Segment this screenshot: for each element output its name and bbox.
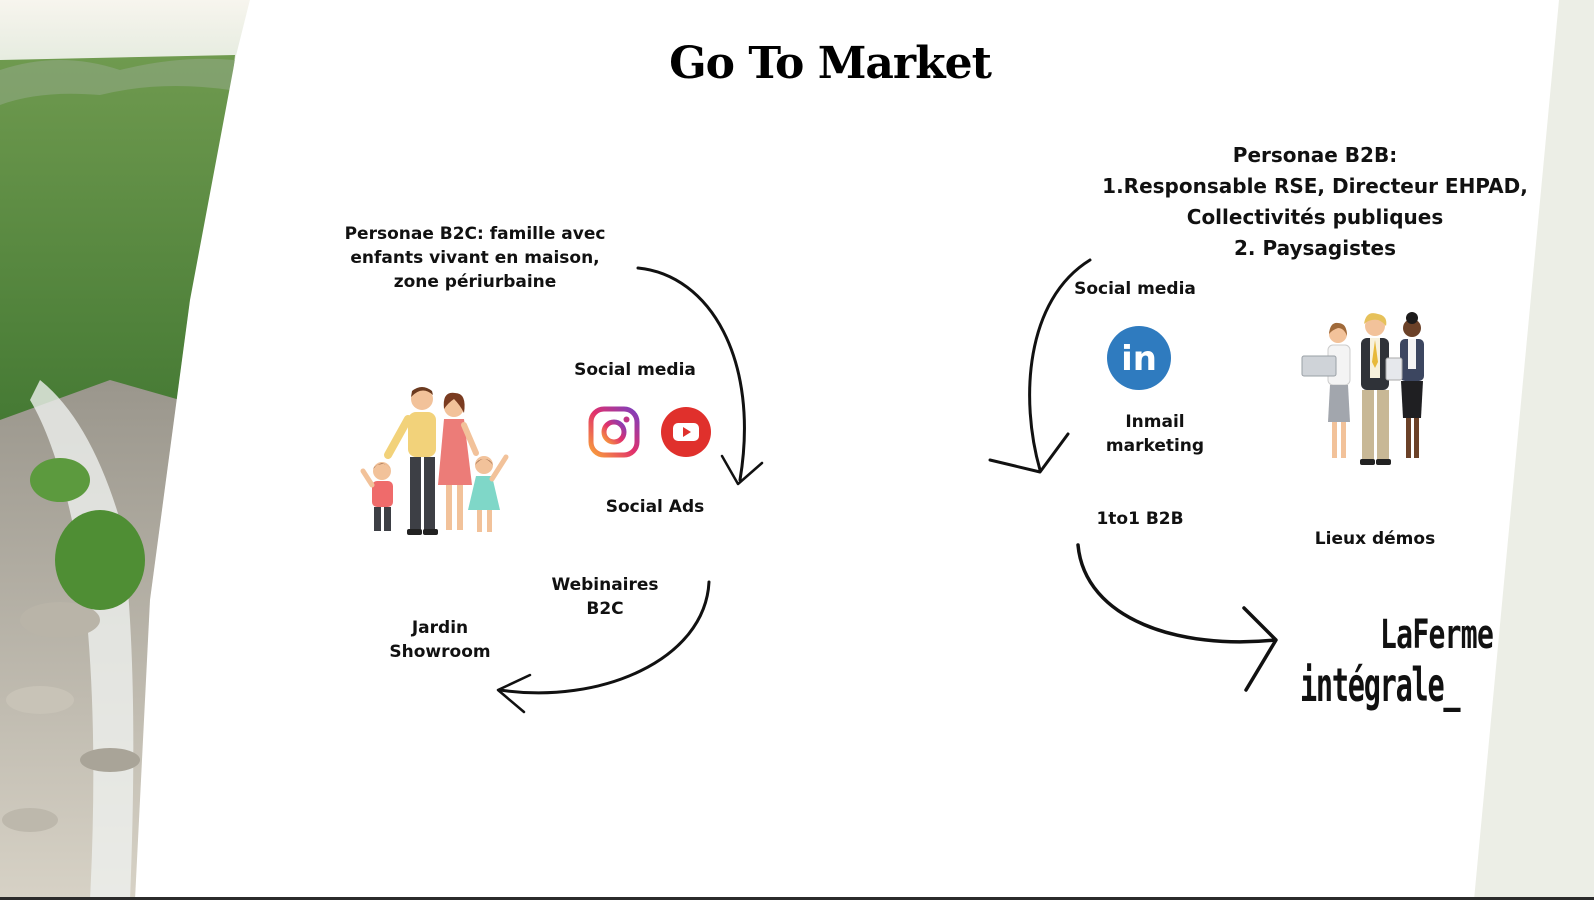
b2b-inmail-label: Inmail marketing (1090, 410, 1220, 458)
youtube-icon (661, 407, 711, 457)
arrow-b2b-bottom (1076, 543, 1277, 644)
b2b-inmail-line-2: marketing (1105, 436, 1205, 456)
b2b-persona-line-2: 1.Responsable RSE, Directeur EHPAD, (1102, 174, 1528, 198)
arrow-b2c-top (636, 266, 746, 482)
b2c-jardin-showroom-label: Jardin Showroom (375, 616, 505, 664)
logo-line-1: LaFerme (1380, 612, 1494, 658)
b2b-persona-line-4: 2. Paysagistes (1233, 236, 1397, 260)
b2b-persona-line-1: Personae B2B: (1232, 143, 1398, 167)
b2c-webinaires-line-2: B2C (586, 599, 624, 619)
logo-line-2: intégrale_ (1300, 658, 1461, 712)
b2c-persona-line-1: Personae B2C: famille avec (344, 224, 606, 244)
b2c-persona-label: Personae B2C: famille avec enfants vivan… (330, 222, 620, 294)
arrow-b2b-left-head (988, 432, 1070, 474)
b2c-jardin-line-1: Jardin (411, 618, 469, 638)
nature-photo (0, 0, 250, 900)
family-illustration (360, 387, 509, 535)
right-accent-band (1474, 0, 1594, 900)
b2b-persona-label: Personae B2B: 1.Responsable RSE, Directe… (1090, 140, 1540, 264)
b2b-one-to-one-label: 1to1 B2B (1096, 509, 1184, 529)
b2b-social-media-label: Social media (1074, 279, 1196, 299)
linkedin-icon-text: in (1121, 339, 1157, 379)
b2c-social-media-label: Social media (574, 360, 696, 380)
linkedin-icon: in (1107, 326, 1171, 390)
b2c-webinaires-label: Webinaires B2C (540, 573, 670, 621)
b2c-jardin-line-2: Showroom (389, 642, 491, 662)
instagram-icon (588, 406, 640, 458)
la-ferme-integrale-logo: LaFerme intégrale_ (1300, 612, 1510, 732)
arrow-b2c-top-head (720, 454, 764, 486)
b2b-persona-line-3: Collectivités publiques (1186, 205, 1444, 229)
arrow-b2c-bottom-head (496, 673, 532, 714)
arrow-b2c-bottom (498, 580, 711, 695)
arrow-b2b-bottom-head (1242, 606, 1278, 692)
b2c-webinaires-line-1: Webinaires (551, 575, 659, 595)
bottom-border (0, 897, 1594, 900)
arrow-b2b-left (1028, 258, 1092, 472)
b2c-social-ads-label: Social Ads (605, 497, 705, 517)
page-title: Go To Market (669, 38, 992, 89)
b2b-inmail-line-1: Inmail (1125, 412, 1185, 432)
b2b-lieux-demos-label: Lieux démos (1314, 529, 1436, 549)
b2c-persona-line-2: enfants vivant en maison, (350, 248, 600, 268)
business-team-illustration (1301, 312, 1424, 465)
b2c-persona-line-3: zone périurbaine (393, 272, 557, 292)
